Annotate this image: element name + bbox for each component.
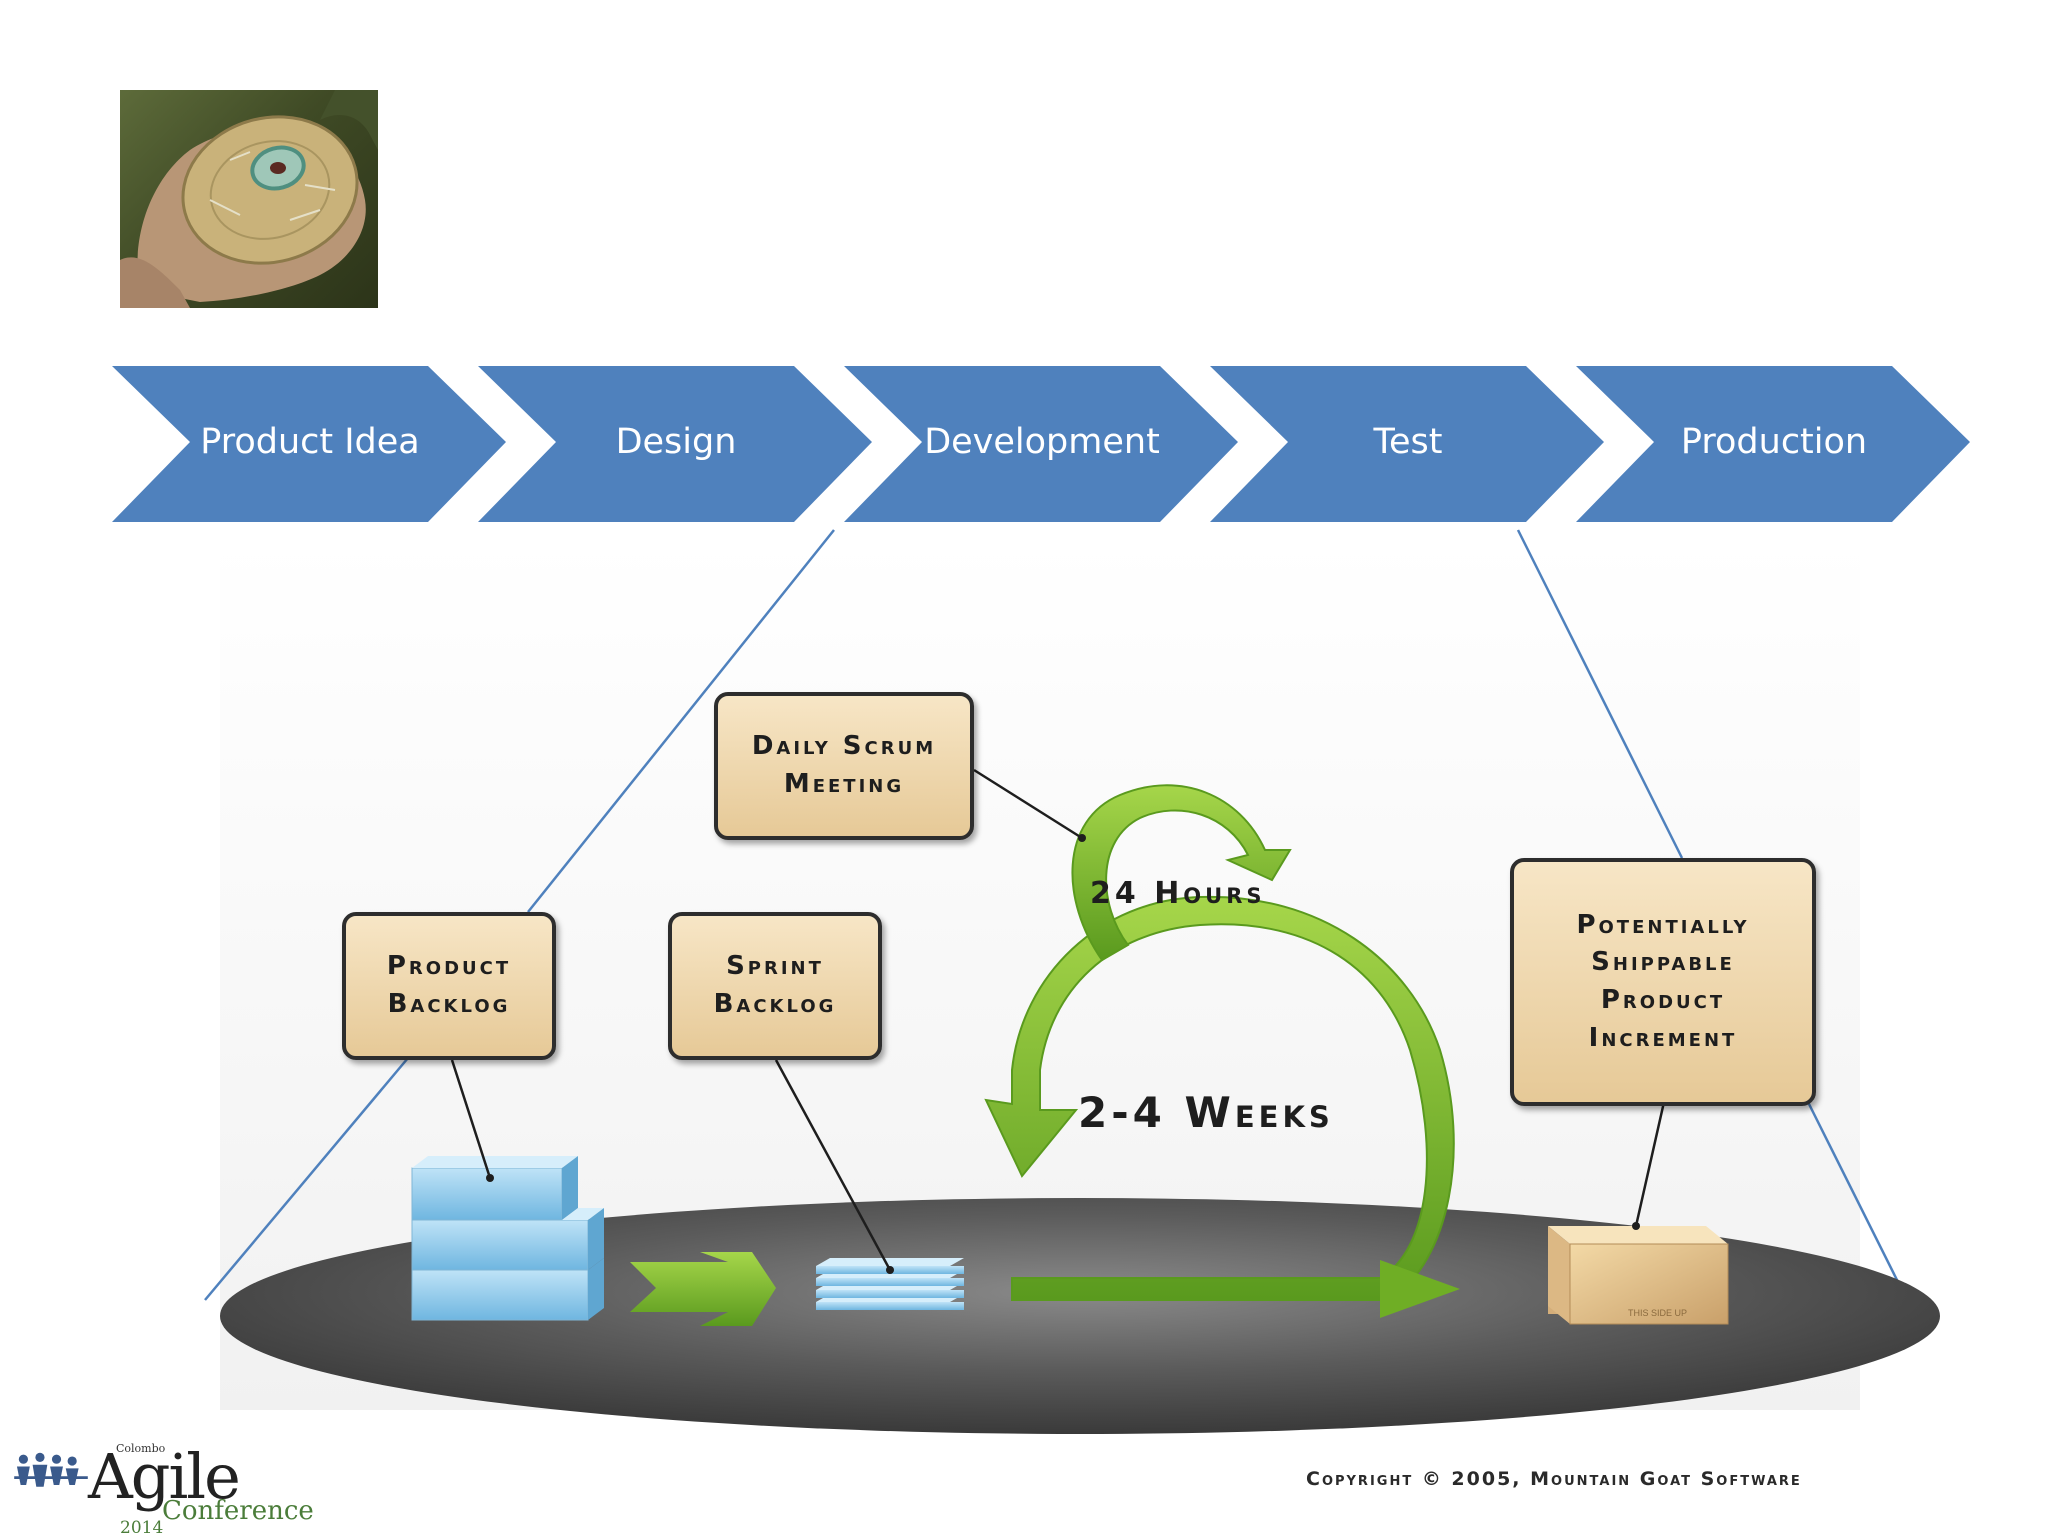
logo-agile-text: Agile bbox=[88, 1440, 241, 1513]
shippable-carton: THIS SIDE UP bbox=[1548, 1226, 1729, 1325]
weeks-label: 2-4 Weeks bbox=[1078, 1088, 1334, 1137]
agile-conference-logo: Colombo Agile Conference 2014 bbox=[14, 1436, 324, 1538]
potentially-shippable-label: Potentially Shippable Product Increment bbox=[1576, 909, 1750, 1053]
connector-line-left-upper bbox=[527, 529, 835, 913]
sprint-backlog-stack bbox=[816, 1258, 964, 1310]
leader-product-backlog bbox=[450, 1059, 492, 1179]
copyright-text: Copyright © 2005, Mountain Goat Software bbox=[1306, 1468, 1802, 1490]
logo-year-text: 2014 bbox=[120, 1518, 164, 1538]
connector-line-right-upper bbox=[1516, 529, 1684, 859]
cd-in-hand-image bbox=[120, 90, 378, 308]
daily-scrum-meeting-label: Daily Scrum Meeting bbox=[751, 731, 937, 799]
product-backlog-box: Product Backlog bbox=[342, 912, 556, 1060]
chevron-development bbox=[844, 366, 1238, 522]
chevron-product-idea bbox=[112, 366, 506, 522]
sprint-backlog-label: Sprint Backlog bbox=[713, 951, 837, 1019]
step-design: Design bbox=[615, 422, 737, 462]
connector-line-right-lower bbox=[1804, 1097, 1904, 1291]
logo-conference-text: Conference bbox=[162, 1496, 314, 1526]
sprint-loop-arrowhead bbox=[1380, 1260, 1460, 1318]
step-production: Production bbox=[1680, 422, 1868, 462]
sprint-loop-arrow bbox=[984, 895, 1455, 1301]
daily-scrum-meeting-box: Daily Scrum Meeting bbox=[714, 692, 974, 840]
step-product-idea: Product Idea bbox=[200, 422, 420, 462]
potentially-shippable-box: Potentially Shippable Product Increment bbox=[1510, 858, 1816, 1106]
backlog-arrow bbox=[630, 1252, 776, 1326]
carton-label: THIS SIDE UP bbox=[1628, 1308, 1687, 1318]
cd-photo bbox=[120, 90, 378, 308]
leader-increment bbox=[1634, 1101, 1666, 1227]
leader-sprint-backlog bbox=[774, 1059, 892, 1271]
logo-colombo-text: Colombo bbox=[116, 1442, 166, 1455]
leader-daily-scrum bbox=[973, 768, 1083, 840]
connector-line-left-lower bbox=[204, 1057, 409, 1301]
sprint-backlog-box: Sprint Backlog bbox=[668, 912, 882, 1060]
process-chevrons bbox=[112, 366, 1970, 522]
people-logo-icon bbox=[14, 1452, 88, 1487]
product-backlog-stack bbox=[411, 1156, 604, 1321]
chevron-design bbox=[478, 366, 872, 522]
step-development: Development bbox=[924, 422, 1160, 462]
chevron-production bbox=[1576, 366, 1970, 522]
platform-ellipse bbox=[220, 1198, 1940, 1434]
daily-loop-arrow bbox=[1071, 784, 1292, 962]
step-test: Test bbox=[1373, 422, 1443, 462]
product-backlog-label: Product Backlog bbox=[386, 951, 512, 1019]
hours-label: 24 Hours bbox=[1090, 876, 1266, 911]
chevron-test bbox=[1210, 366, 1604, 522]
